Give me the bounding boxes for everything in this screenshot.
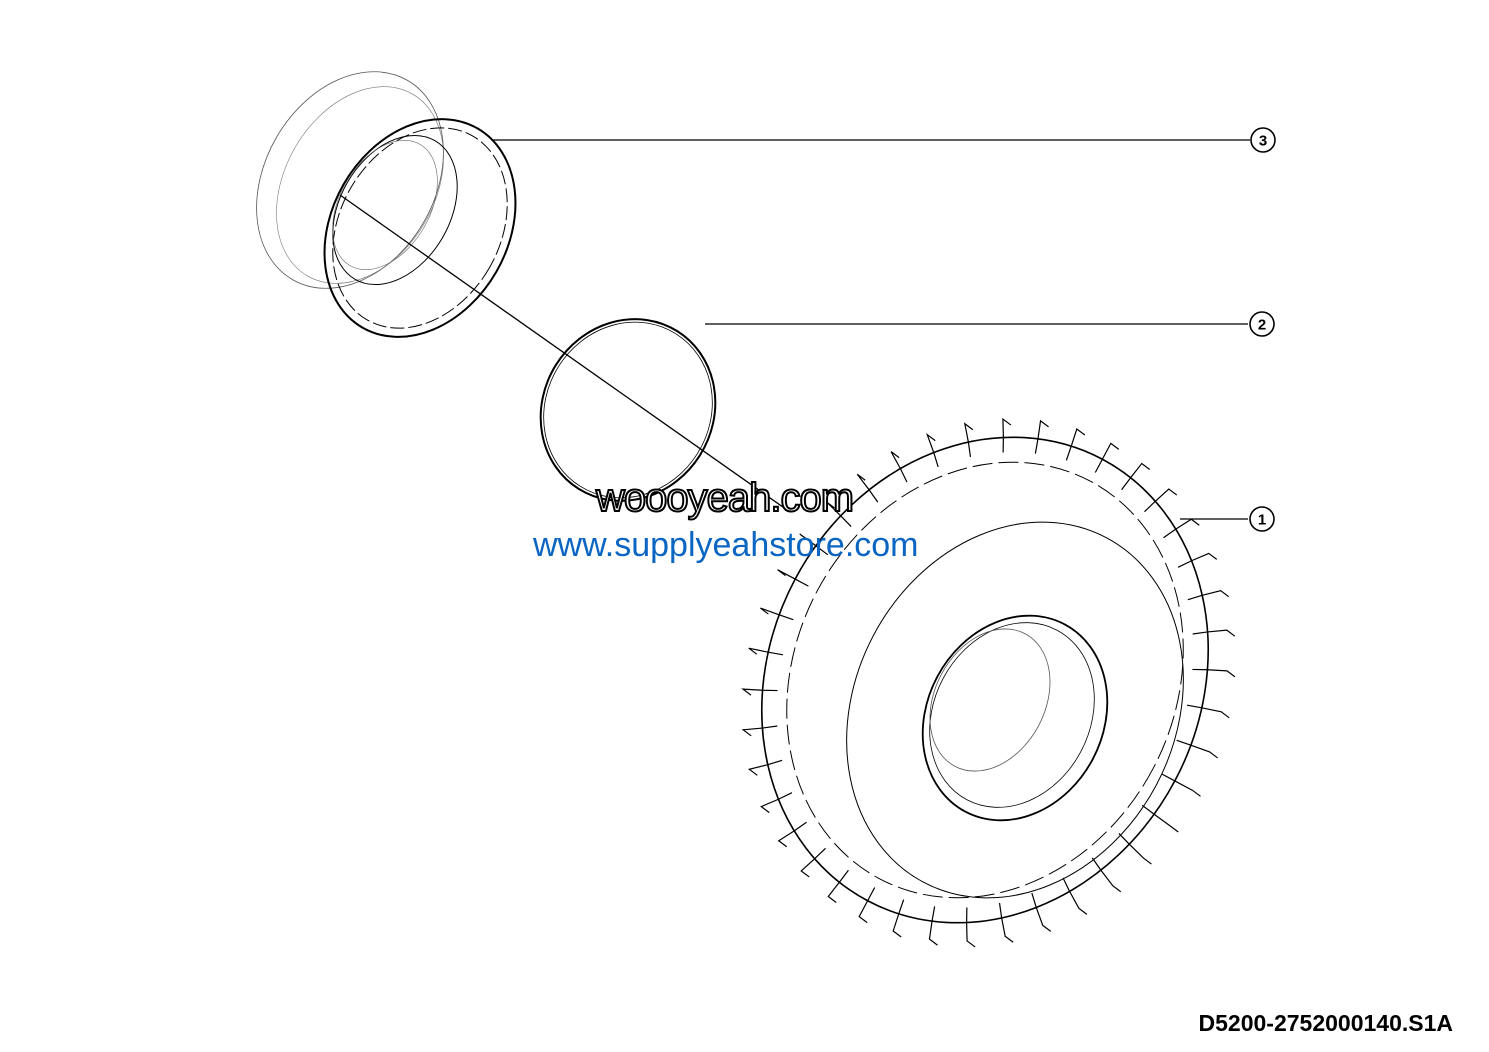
tread-block [1144,488,1178,513]
tread-block [1118,833,1152,865]
tread-block [747,759,783,776]
svg-text:2: 2 [1258,317,1266,334]
callout-3: 3 [1250,127,1276,153]
tread-block [858,887,876,924]
tread-block [1121,462,1151,491]
tread-block [1094,442,1120,473]
tread-block [760,792,793,814]
tread-block [998,902,1014,943]
callout-1: 1 [1249,506,1275,532]
svg-text:3: 3 [1259,133,1267,150]
tread-block [799,533,829,556]
tread-block [925,432,939,468]
tread-block [741,688,778,696]
tread-block [1034,419,1049,454]
watermark-black: woooyeah.com [595,476,855,520]
o-ring-drawing [539,318,717,502]
tread-block [1186,704,1230,719]
tread-block [748,647,784,656]
callout-2: 2 [1249,311,1275,337]
tread-block [928,906,938,946]
tread-block [1192,629,1236,637]
tread-block [1141,804,1179,833]
tire-drawing [741,417,1236,948]
tread-block [892,899,905,938]
tread-block [777,569,809,587]
tread-block [963,422,974,458]
tread-block [826,501,852,527]
tread-block [1065,428,1086,461]
tread-block [966,907,976,948]
tread-block [777,821,807,848]
tread-block [800,847,826,878]
leader-lines [339,139,1250,520]
tread-block [1163,518,1200,539]
tread-block [890,451,908,483]
svg-text:1: 1 [1258,512,1266,529]
tread-block [1031,892,1052,932]
tread-block [827,869,849,903]
tread-block [1002,417,1012,453]
watermark-blue: www.supplyeahstore.com [533,526,919,564]
tread-block [1176,739,1218,759]
tread-block [1187,590,1230,601]
document-code: D5200-2752000140.S1A [1198,1010,1453,1036]
tread-block [1192,668,1236,678]
tread-block [856,473,879,503]
tread-block [1177,552,1218,568]
tread-block [1091,857,1122,893]
tread-block [1062,877,1088,915]
tread-block [760,607,794,621]
tread-block [1161,773,1201,797]
tread-block [741,725,778,737]
rim-drawing [256,71,517,338]
